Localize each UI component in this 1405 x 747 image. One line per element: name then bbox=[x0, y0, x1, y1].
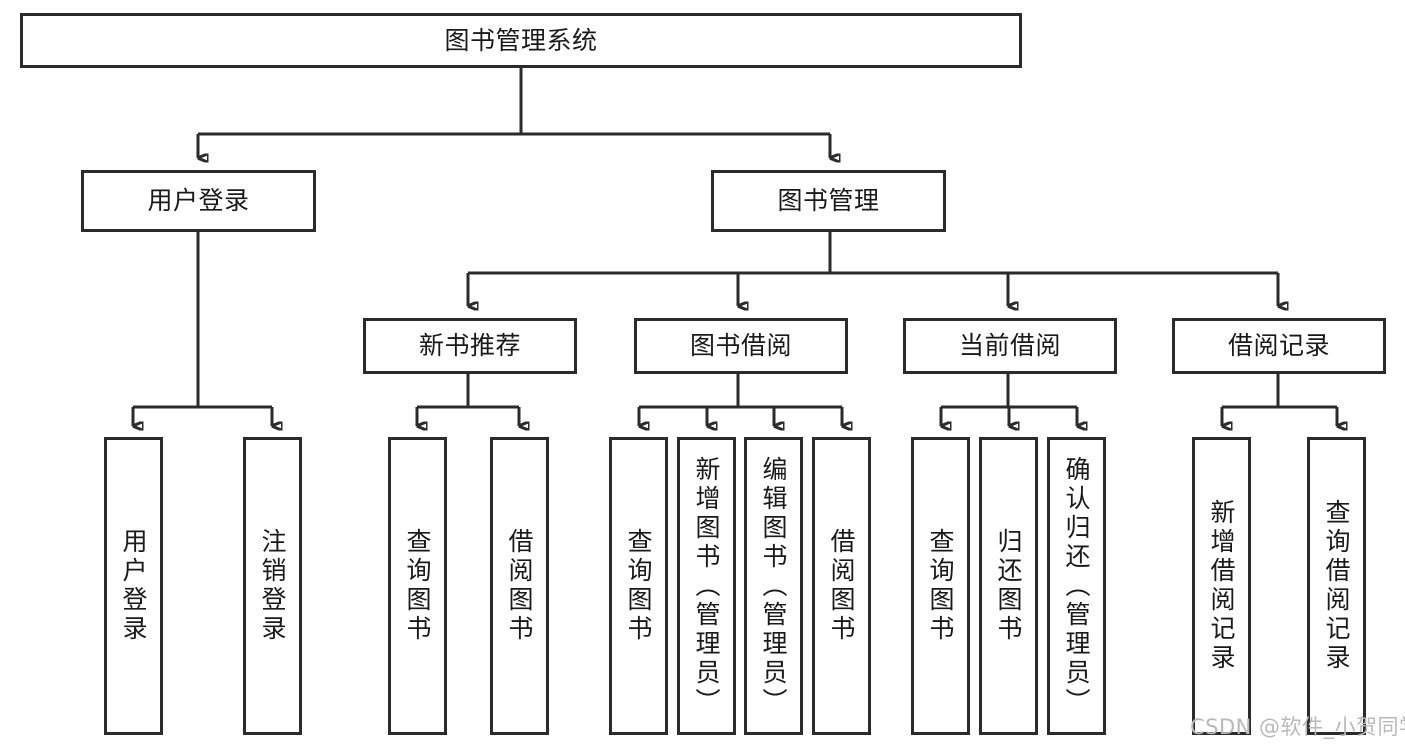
node-label-leaf-query-book-1: 查询图书 bbox=[403, 528, 432, 644]
node-leaf-edit-book[interactable]: 编辑图书（管理员） bbox=[744, 437, 803, 735]
csdn-watermark: CSDN @软件_小贺同学 bbox=[1190, 715, 1405, 739]
node-label-leaf-confirm-return: 确认归还（管理员） bbox=[1062, 455, 1091, 717]
node-label-leaf-borrow-book-1: 借阅图书 bbox=[505, 528, 534, 644]
node-borrow-record[interactable]: 借阅记录 bbox=[1172, 318, 1386, 374]
node-leaf-borrow-book-2[interactable]: 借阅图书 bbox=[812, 437, 871, 735]
node-label-book-borrow: 图书借阅 bbox=[689, 331, 792, 361]
node-label-leaf-return-book: 归还图书 bbox=[994, 528, 1023, 644]
node-user-login[interactable]: 用户登录 bbox=[81, 170, 316, 232]
node-label-leaf-query-book-3: 查询图书 bbox=[926, 528, 955, 644]
node-label-current-borrow: 当前借阅 bbox=[958, 331, 1061, 361]
node-book-management-system[interactable]: 图书管理系统 bbox=[20, 13, 1022, 68]
node-current-borrow[interactable]: 当前借阅 bbox=[903, 318, 1117, 374]
node-label-leaf-edit-book: 编辑图书（管理员） bbox=[759, 455, 788, 717]
node-leaf-return-book[interactable]: 归还图书 bbox=[979, 437, 1038, 735]
node-label-leaf-logout: 注销登录 bbox=[258, 528, 287, 644]
node-label-new-book-recommend: 新书推荐 bbox=[418, 331, 521, 361]
node-label-leaf-add-record: 新增借阅记录 bbox=[1207, 499, 1236, 673]
node-book-borrow[interactable]: 图书借阅 bbox=[634, 318, 848, 374]
node-leaf-confirm-return[interactable]: 确认归还（管理员） bbox=[1047, 437, 1106, 735]
node-label-leaf-borrow-book-2: 借阅图书 bbox=[827, 528, 856, 644]
node-new-book-recommend[interactable]: 新书推荐 bbox=[363, 318, 577, 374]
node-leaf-add-record[interactable]: 新增借阅记录 bbox=[1192, 437, 1251, 735]
node-leaf-query-record[interactable]: 查询借阅记录 bbox=[1307, 437, 1366, 735]
node-label-leaf-add-book: 新增图书（管理员） bbox=[692, 455, 721, 717]
node-label-borrow-record: 借阅记录 bbox=[1227, 331, 1330, 361]
node-label-leaf-query-book-2: 查询图书 bbox=[624, 528, 653, 644]
node-leaf-query-book-2[interactable]: 查询图书 bbox=[609, 437, 668, 735]
node-leaf-user-login[interactable]: 用户登录 bbox=[104, 437, 163, 735]
node-book-management[interactable]: 图书管理 bbox=[711, 170, 946, 232]
node-leaf-borrow-book-1[interactable]: 借阅图书 bbox=[490, 437, 549, 735]
node-leaf-logout[interactable]: 注销登录 bbox=[243, 437, 302, 735]
node-leaf-query-book-3[interactable]: 查询图书 bbox=[911, 437, 970, 735]
node-label-book-management-system: 图书管理系统 bbox=[444, 25, 598, 55]
node-label-leaf-query-record: 查询借阅记录 bbox=[1322, 499, 1351, 673]
node-label-leaf-user-login: 用户登录 bbox=[119, 528, 148, 644]
node-leaf-query-book-1[interactable]: 查询图书 bbox=[388, 437, 447, 735]
node-label-book-management: 图书管理 bbox=[777, 186, 880, 216]
node-label-user-login: 用户登录 bbox=[147, 186, 250, 216]
node-leaf-add-book[interactable]: 新增图书（管理员） bbox=[677, 437, 736, 735]
